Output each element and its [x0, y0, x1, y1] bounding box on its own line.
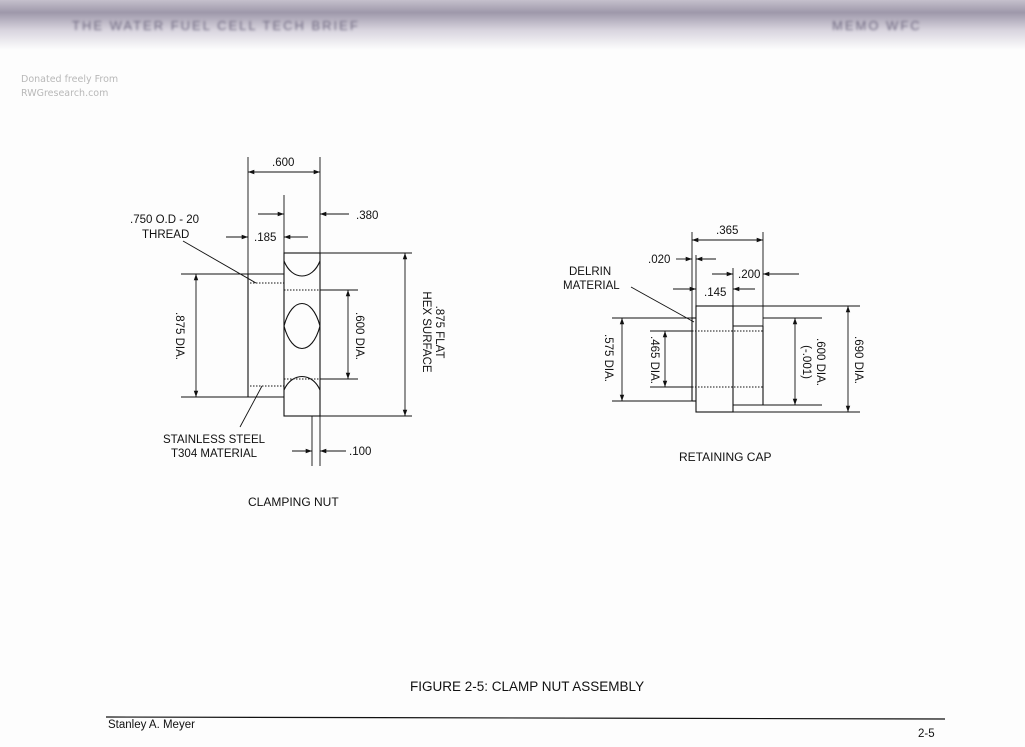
- dim-label-690-dia: .690 DIA.: [852, 336, 864, 384]
- dim-label-600: .600: [272, 157, 294, 169]
- material-note-line-1: STAINLESS STEEL: [163, 434, 266, 446]
- dim-label-575-dia: .575 DIA.: [602, 334, 614, 382]
- thread-note-line-2: THREAD: [142, 229, 189, 241]
- dim-label-875-dia: .875 DIA.: [173, 312, 185, 360]
- dim-label-365: .365: [716, 225, 738, 237]
- footer-rule: [105, 716, 946, 720]
- watermark-line-2: RWGresearch.com: [21, 88, 109, 99]
- dim-label-600-dia-cap: .600 DIA.: [814, 338, 826, 386]
- retaining-cap-caption: RETAINING CAP: [679, 450, 771, 464]
- header-right-text: MEMO WFC: [832, 18, 922, 33]
- material-note-line-2: T304 MATERIAL: [171, 448, 258, 460]
- watermark-line-1: Donated freely From: [21, 74, 119, 85]
- clamping-nut-drawing: .600 .380 .185 .750 O.D - 20 THREAD .875…: [130, 157, 445, 509]
- delrin-note-line-2: MATERIAL: [563, 280, 620, 292]
- dim-label-875-flat: .875 FLAT: [433, 306, 445, 359]
- retaining-cap-body: [612, 232, 860, 413]
- dim-label-380: .380: [356, 210, 378, 222]
- delrin-note-line-1: DELRIN: [569, 266, 611, 278]
- thread-leader-line: [182, 240, 257, 284]
- figure-caption: FIGURE 2-5: CLAMP NUT ASSEMBLY: [410, 679, 644, 694]
- scan-header-band: [0, 0, 1025, 50]
- footer-author: Stanley A. Meyer: [108, 719, 195, 731]
- delrin-leader-line: [630, 286, 695, 323]
- dim-label-185: .185: [254, 232, 276, 244]
- header-left-text: THE WATER FUEL CELL TECH BRIEF: [72, 18, 360, 33]
- dim-label-200: .200: [738, 269, 760, 281]
- retaining-cap-drawing: .365 .020 .200 .145 DELRIN MATERIAL .575…: [563, 225, 864, 464]
- dim-label-hex-surface: HEX SURFACE: [420, 291, 432, 372]
- clamping-nut-caption: CLAMPING NUT: [248, 495, 339, 509]
- thread-note-line-1: .750 O.D - 20: [130, 214, 199, 226]
- dim-label-145: .145: [704, 287, 726, 299]
- dim-label-100: .100: [349, 446, 371, 458]
- material-leader-line: [239, 385, 263, 428]
- dim-label-tolerance: (-.001): [800, 345, 812, 379]
- donation-watermark: Donated freely From RWGresearch.com: [21, 73, 118, 101]
- dim-label-020: .020: [648, 254, 670, 266]
- clamping-nut-body: [181, 157, 412, 466]
- dim-label-600-dia: .600 DIA.: [353, 312, 365, 360]
- dim-label-465-dia: .465 DIA.: [648, 336, 660, 384]
- footer-page-number: 2-5: [918, 728, 935, 740]
